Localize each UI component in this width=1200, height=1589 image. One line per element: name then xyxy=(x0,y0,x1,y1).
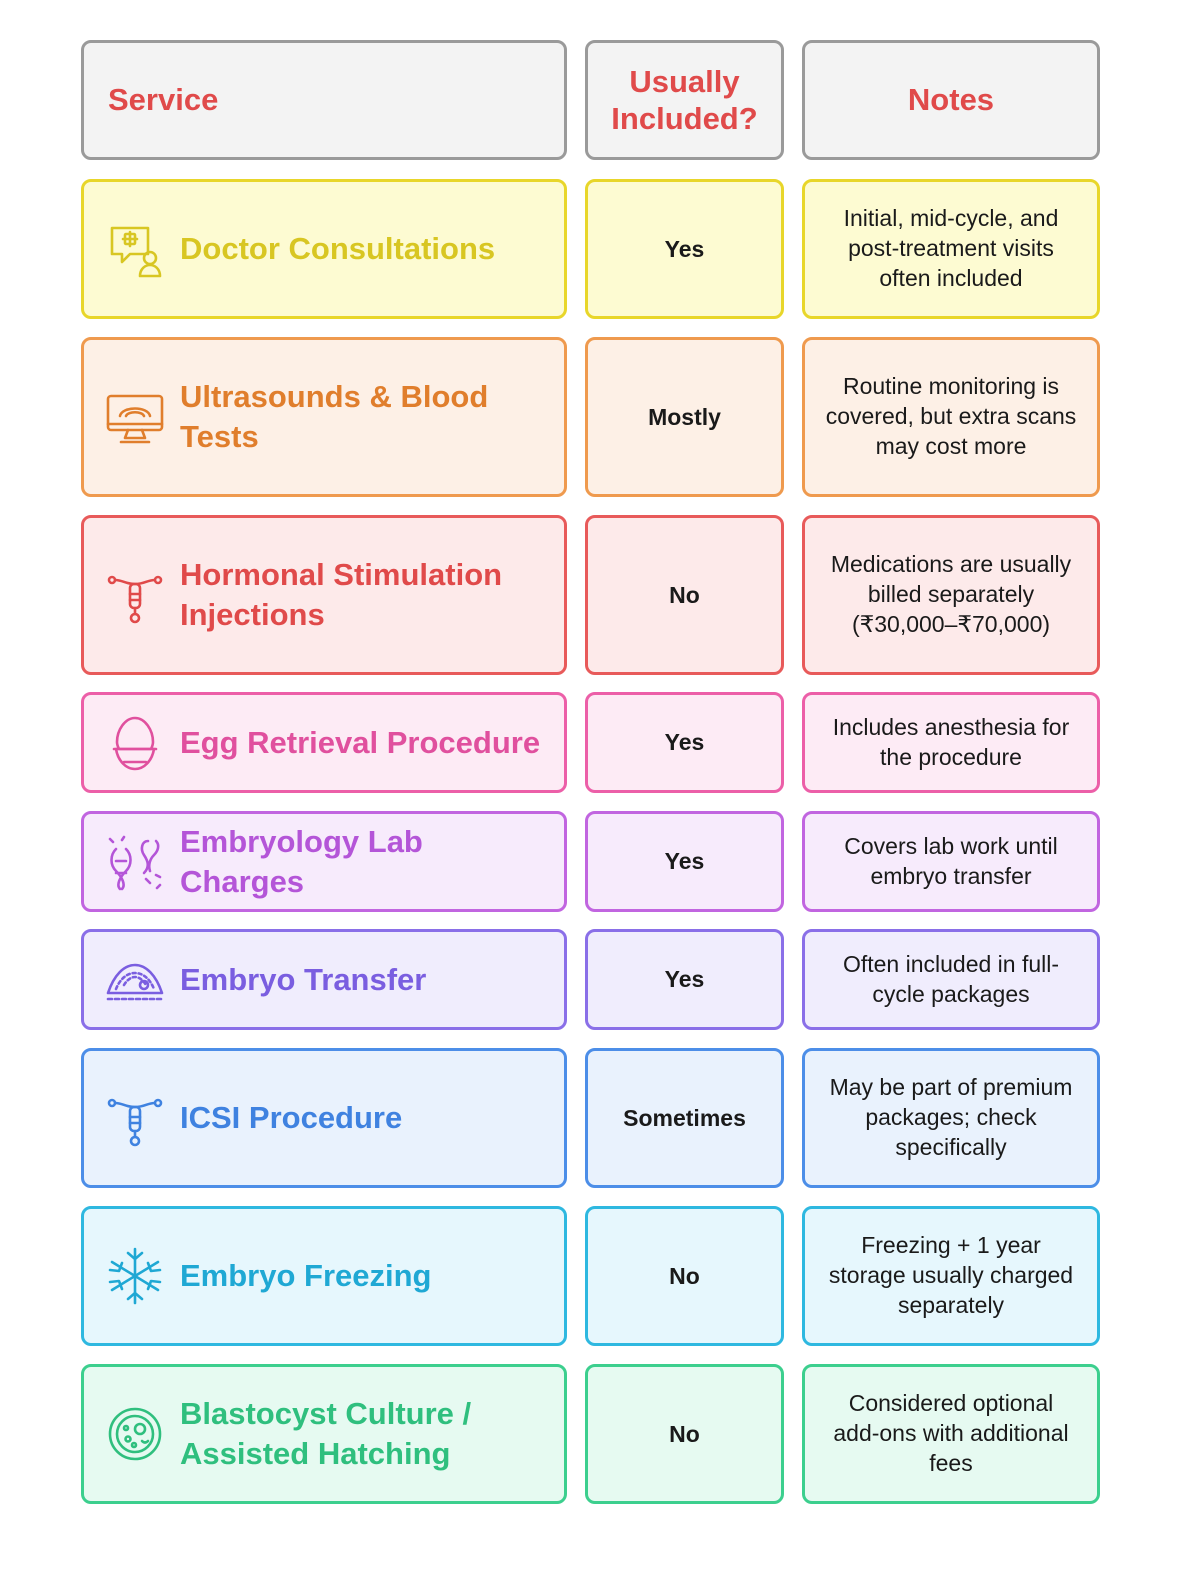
service-label: Embryo Transfer xyxy=(180,961,427,997)
notes-cell: Considered optional add-ons with additio… xyxy=(802,1364,1100,1504)
service-label: Blastocyst Culture / Assisted Hatching xyxy=(180,1396,472,1471)
included-value: No xyxy=(669,1262,700,1289)
snowflake-icon xyxy=(104,1245,166,1307)
service-label: Embryology Lab Charges xyxy=(180,823,423,899)
notes-cell: Covers lab work until embryo transfer xyxy=(802,811,1100,912)
included-cell: No xyxy=(585,1206,784,1346)
service-label: Embryo Freezing xyxy=(180,1258,432,1294)
egg-icon xyxy=(104,712,166,774)
uterus-icon xyxy=(104,564,166,626)
service-cell: Ultrasounds & Blood Tests xyxy=(81,337,567,497)
notes-cell: Freezing + 1 year storage usually charge… xyxy=(802,1206,1100,1346)
included-cell: Yes xyxy=(585,929,784,1030)
service-cell: Blastocyst Culture / Assisted Hatching xyxy=(81,1364,567,1504)
included-value: Mostly xyxy=(648,403,721,430)
included-cell: Sometimes xyxy=(585,1048,784,1188)
cells-icon xyxy=(104,831,166,893)
included-cell: Yes xyxy=(585,811,784,912)
blastocyst-icon xyxy=(104,1403,166,1465)
included-value: No xyxy=(669,581,700,608)
header-included-cell: Usually Included? xyxy=(585,40,784,160)
header-notes: Notes xyxy=(907,82,995,118)
notes-cell: Often included in full-cycle packages xyxy=(802,929,1100,1030)
notes-text: Initial, mid-cycle, and post-treatment v… xyxy=(843,205,1059,291)
header-notes-cell: Notes xyxy=(802,40,1100,160)
service-label: Doctor Consultations xyxy=(180,231,496,267)
included-value: Yes xyxy=(664,966,705,992)
included-cell: No xyxy=(585,515,784,675)
service-cell: ICSI Procedure xyxy=(81,1048,567,1188)
service-cell: Embryology Lab Charges xyxy=(81,811,567,912)
service-cell: Hormonal Stimulation Injections xyxy=(81,515,567,675)
included-cell: Yes xyxy=(585,692,784,793)
notes-cell: Initial, mid-cycle, and post-treatment v… xyxy=(802,179,1100,319)
included-value: Yes xyxy=(664,848,705,874)
uterus-icon xyxy=(104,1087,166,1149)
notes-text: Includes anesthesia for the procedure xyxy=(832,713,1070,770)
included-cell: No xyxy=(585,1364,784,1504)
included-value: Sometimes xyxy=(623,1104,746,1131)
notes-text: Medications are usually billed separatel… xyxy=(830,551,1072,637)
notes-text: Covers lab work until embryo transfer xyxy=(844,832,1058,889)
notes-cell: May be part of premium packages; check s… xyxy=(802,1048,1100,1188)
header-service: Service xyxy=(108,82,219,118)
included-cell: Yes xyxy=(585,179,784,319)
notes-cell: Includes anesthesia for the procedure xyxy=(802,692,1100,793)
service-cell: Embryo Transfer xyxy=(81,929,567,1030)
service-label: ICSI Procedure xyxy=(180,1100,403,1136)
notes-text: Routine monitoring is covered, but extra… xyxy=(825,373,1077,459)
service-label: Egg Retrieval Procedure xyxy=(180,724,541,760)
service-label: Ultrasounds & Blood Tests xyxy=(180,379,489,454)
included-value: No xyxy=(669,1420,700,1447)
ultrasound-scan-icon xyxy=(104,949,166,1011)
service-cell: Embryo Freezing xyxy=(81,1206,567,1346)
included-value: Yes xyxy=(664,235,705,262)
included-cell: Mostly xyxy=(585,337,784,497)
service-cell: Doctor Consultations xyxy=(81,179,567,319)
notes-text: May be part of premium packages; check s… xyxy=(829,1074,1073,1160)
notes-cell: Routine monitoring is covered, but extra… xyxy=(802,337,1100,497)
included-value: Yes xyxy=(664,729,705,755)
notes-text: Considered optional add-ons with additio… xyxy=(833,1390,1069,1476)
service-label: Hormonal Stimulation Injections xyxy=(180,557,503,632)
notes-cell: Medications are usually billed separatel… xyxy=(802,515,1100,675)
doctor-consultation-icon xyxy=(104,218,166,280)
ultrasound-monitor-icon xyxy=(104,386,166,448)
header-included: Usually Included? xyxy=(611,63,758,136)
header-service-cell: Service xyxy=(81,40,567,160)
service-cell: Egg Retrieval Procedure xyxy=(81,692,567,793)
notes-text: Often included in full-cycle packages xyxy=(842,950,1060,1007)
notes-text: Freezing + 1 year storage usually charge… xyxy=(828,1232,1074,1318)
